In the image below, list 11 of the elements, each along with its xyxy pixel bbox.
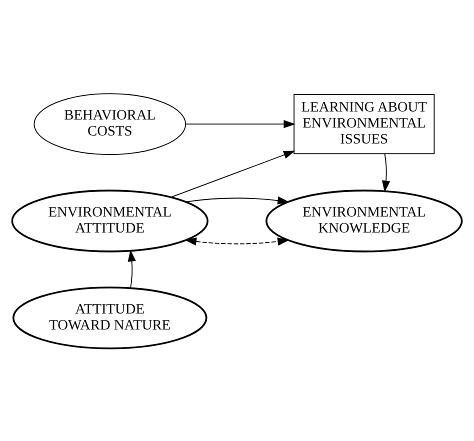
node-ellipse: ENVIRONMENTAL ATTITUDE xyxy=(11,189,208,252)
arrow xyxy=(184,236,290,246)
node-ellipse: ENVIRONMENTAL KNOWLEDGE xyxy=(265,189,463,252)
arrow xyxy=(185,120,296,128)
node-ellipse: BEHAVIORAL COSTS xyxy=(34,92,186,154)
node-ellipse: ATTITUDE TOWARD NATURE xyxy=(12,286,208,349)
arrow xyxy=(128,249,136,288)
arrow xyxy=(186,196,290,204)
node-box: LEARNING ABOUT ENVIRONMENTAL ISSUES xyxy=(294,94,435,154)
arrow xyxy=(170,150,296,198)
arrow xyxy=(382,152,390,192)
